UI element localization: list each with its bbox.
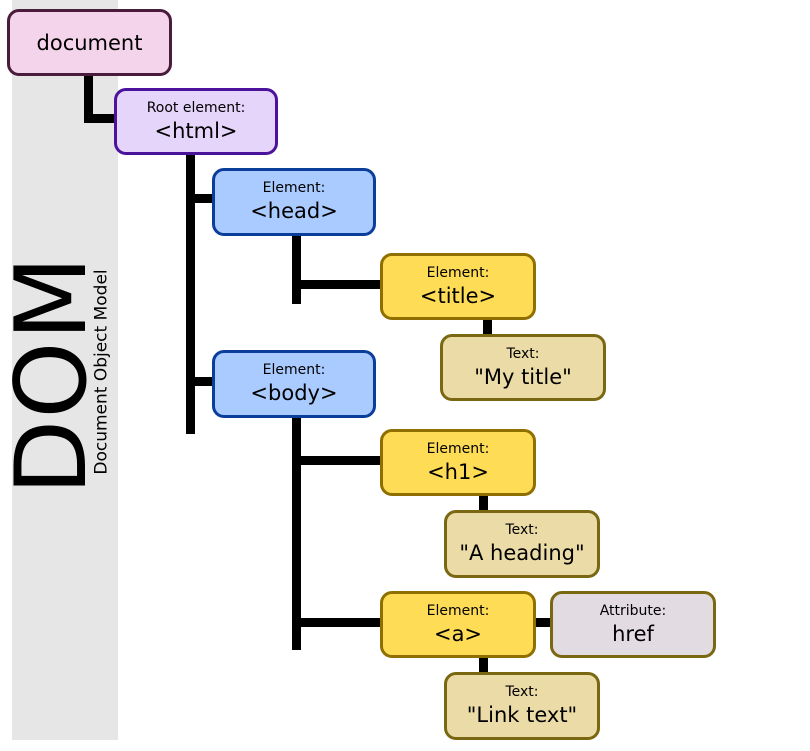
title-node-tag: <title> [419, 283, 497, 308]
connector-document-html-v [84, 74, 93, 122]
title-node-label: Element: [426, 264, 490, 281]
sidebar-panel [12, 0, 118, 740]
body-node: Element: <body> [212, 350, 376, 418]
h1-node-label: Element: [426, 440, 490, 457]
a-attribute-node-label: Attribute: [599, 602, 667, 619]
html-node-tag: <html> [154, 118, 238, 143]
head-node-tag: <head> [250, 199, 338, 223]
connector-a-attr [534, 618, 554, 627]
h1-text-node: Text: "A heading" [444, 510, 600, 578]
a-node-tag: <a> [433, 621, 483, 646]
connector-html-head [186, 194, 214, 203]
connector-html-body [186, 377, 214, 386]
title-text-node: Text: "My title" [440, 334, 606, 401]
h1-text-node-tag: "A heading" [459, 541, 585, 565]
connector-title-text [483, 318, 492, 336]
connector-body-h1 [292, 456, 382, 465]
connector-head-trunk [292, 236, 301, 304]
document-node-tag: document [36, 30, 143, 55]
a-attribute-node-tag: href [612, 621, 654, 646]
document-node: document [7, 9, 172, 76]
connector-body-a [292, 618, 382, 627]
html-node: Root element: <html> [114, 88, 278, 155]
h1-node: Element: <h1> [380, 429, 536, 496]
a-text-node-tag: "Link text" [466, 703, 578, 727]
body-node-label: Element: [262, 362, 326, 378]
a-text-node-label: Text: [505, 684, 539, 700]
connector-a-text [479, 656, 488, 674]
dom-title: DOM [0, 254, 109, 496]
head-node: Element: <head> [212, 168, 376, 236]
a-node-label: Element: [426, 602, 490, 619]
html-node-label: Root element: [146, 99, 246, 116]
a-node: Element: <a> [380, 591, 536, 658]
title-node: Element: <title> [380, 253, 536, 320]
title-text-node-tag: "My title" [474, 364, 572, 389]
body-node-tag: <body> [250, 381, 338, 405]
a-attribute-node: Attribute: href [550, 591, 716, 658]
a-text-node: Text: "Link text" [444, 672, 600, 740]
h1-node-tag: <h1> [427, 459, 489, 484]
dom-subtitle: Document Object Model [91, 269, 112, 475]
title-text-node-label: Text: [506, 345, 540, 362]
connector-body-trunk [292, 418, 301, 650]
connector-document-html-h [84, 114, 116, 123]
head-node-label: Element: [262, 180, 326, 196]
h1-text-node-label: Text: [505, 522, 539, 538]
connector-html-trunk [186, 154, 195, 434]
connector-h1-text [479, 494, 488, 512]
connector-head-title [292, 280, 382, 289]
